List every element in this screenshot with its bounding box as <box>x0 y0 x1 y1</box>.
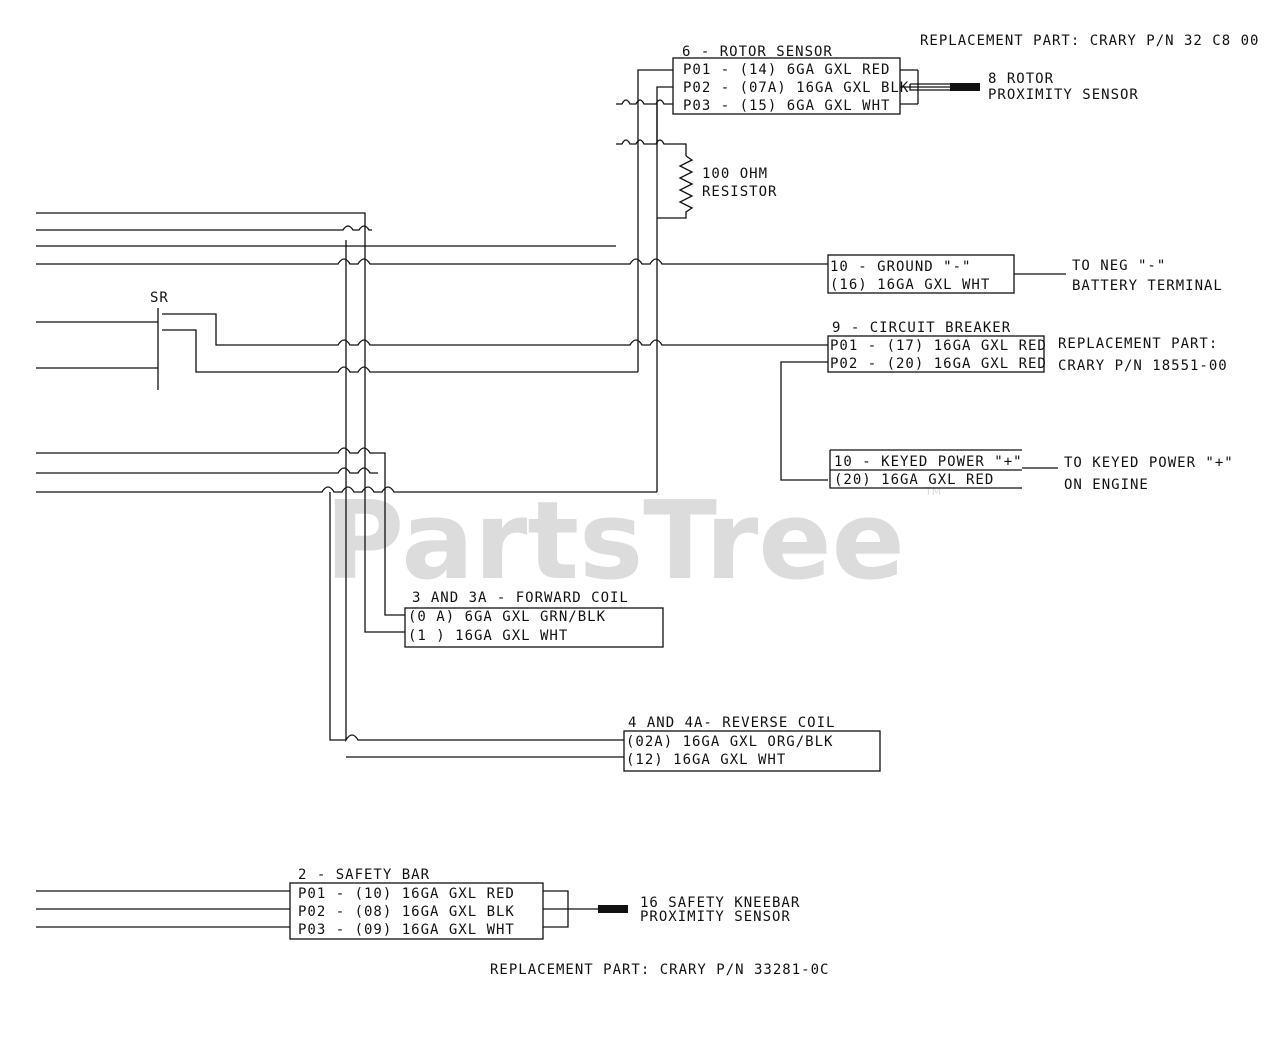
reverse-coil-title: 4 AND 4A- REVERSE COIL <box>628 715 835 731</box>
sr-relay: SR <box>36 290 828 390</box>
keyed-power-label-1: TO KEYED POWER "+" <box>1064 455 1234 471</box>
rotor-sensor-row-2: P02 - (07A) 16GA GXL BLK <box>683 80 909 96</box>
keyed-power-row-1: 10 - KEYED POWER "+" <box>834 454 1023 470</box>
reverse-coil-box <box>623 730 881 772</box>
circuit-breaker-note-1: REPLACEMENT PART: <box>1058 336 1218 352</box>
kneebar-proximity-sensor-plug <box>598 905 628 913</box>
keyed-power-connector: 10 - KEYED POWER "+" (20) 16GA GXL RED T… <box>829 449 1234 493</box>
safety-bar-row-1: P01 - (10) 16GA GXL RED <box>298 886 515 902</box>
ground-connector: 10 - GROUND "-" (16) 16GA GXL WHT TO NEG… <box>827 254 1223 294</box>
rotor-sensor-connector: 6 - ROTOR SENSOR P01 - (14) 6GA GXL RED … <box>672 44 1139 115</box>
reverse-coil-row-1: (02A) 16GA GXL ORG/BLK <box>626 734 833 750</box>
reverse-coil-row-2: (12) 16GA GXL WHT <box>626 752 786 768</box>
forward-coil-row-2: (1 ) 16GA GXL WHT <box>408 628 568 644</box>
circuit-breaker-row-1: P01 - (17) 16GA GXL RED <box>830 338 1047 354</box>
keyed-power-label-2: ON ENGINE <box>1064 477 1149 493</box>
forward-coil-box <box>404 607 664 648</box>
ground-row-1: 10 - GROUND "-" <box>830 259 971 275</box>
keyed-power-row-2: (20) 16GA GXL RED <box>834 472 994 488</box>
forward-coil-connector: 3 AND 3A - FORWARD COIL (0 A) 6GA GXL GR… <box>404 590 664 648</box>
resistor-label-2: RESISTOR <box>702 184 777 200</box>
safety-bar-row-2: P02 - (08) 16GA GXL BLK <box>298 904 515 920</box>
circuit-breaker-note-2: CRARY P/N 18551-00 <box>1058 358 1228 374</box>
sr-label: SR <box>150 290 169 306</box>
ground-label-2: BATTERY TERMINAL <box>1072 278 1223 294</box>
circuit-breaker-title: 9 - CIRCUIT BREAKER <box>832 320 1011 336</box>
resistor-label-1: 100 OHM <box>702 166 768 182</box>
rotor-sensor-label-2: PROXIMITY SENSOR <box>988 87 1139 103</box>
forward-coil-title: 3 AND 3A - FORWARD COIL <box>412 590 629 606</box>
watermark: PartsTree <box>325 479 905 604</box>
ground-label-1: TO NEG "-" <box>1072 258 1166 274</box>
circuit-breaker-box <box>827 335 1045 373</box>
safety-bar-label-2: PROXIMITY SENSOR <box>640 909 791 925</box>
rotor-sensor-box <box>672 57 901 115</box>
reverse-coil-connector: 4 AND 4A- REVERSE COIL (02A) 16GA GXL OR… <box>623 715 881 772</box>
safety-bar-row-3: P03 - (09) 16GA GXL WHT <box>298 922 515 938</box>
safety-bar-box <box>289 882 544 940</box>
circuit-breaker-connector: 9 - CIRCUIT BREAKER P01 - (17) 16GA GXL … <box>780 320 1228 481</box>
safety-bar-title: 2 - SAFETY BAR <box>298 867 430 883</box>
rotor-sensor-row-1: P01 - (14) 6GA GXL RED <box>683 62 890 78</box>
rotor-sensor-label-1: 8 ROTOR <box>988 71 1054 87</box>
safety-bar-label-1: 16 SAFETY KNEEBAR <box>640 895 800 911</box>
rotor-proximity-sensor-plug <box>950 83 980 91</box>
safety-bar-connector: 2 - SAFETY BAR P01 - (10) 16GA GXL RED P… <box>36 867 800 940</box>
rotor-sensor-title: 6 - ROTOR SENSOR <box>682 44 833 60</box>
circuit-breaker-row-2: P02 - (20) 16GA GXL RED <box>830 356 1047 372</box>
footer-replacement-note: REPLACEMENT PART: CRARY P/N 33281-0C <box>490 962 829 978</box>
header-replacement-note: REPLACEMENT PART: CRARY P/N 32 C8 00 <box>920 33 1259 49</box>
ground-row-2: (16) 16GA GXL WHT <box>830 277 990 293</box>
resistor: 100 OHM RESISTOR <box>657 155 777 219</box>
rotor-sensor-row-3: P03 - (15) 6GA GXL WHT <box>683 98 890 114</box>
forward-coil-row-1: (0 A) 6GA GXL GRN/BLK <box>408 609 606 625</box>
